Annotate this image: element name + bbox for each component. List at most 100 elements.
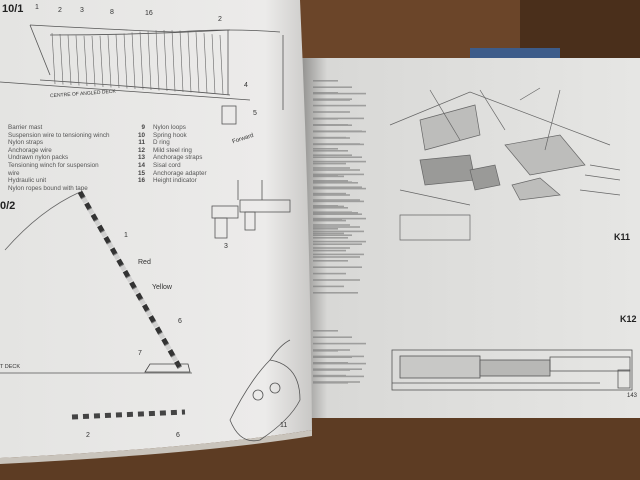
hydraulic-unit-drawing xyxy=(221,105,237,125)
text-line xyxy=(313,92,366,95)
nylon-strap xyxy=(51,32,56,85)
text-line xyxy=(313,143,364,146)
legend-num: 13 xyxy=(137,154,145,162)
text-line xyxy=(313,211,352,213)
legend-row: 13 Anchorage straps xyxy=(133,154,223,162)
text-line xyxy=(313,247,350,249)
callout: 16 xyxy=(145,10,153,17)
deck-label: T DECK xyxy=(0,364,21,370)
barrier-mast-stripes xyxy=(77,190,183,370)
k11-drawing xyxy=(389,87,621,241)
callout: 11 xyxy=(280,422,288,429)
legend-num: 9 xyxy=(141,124,145,131)
text-line xyxy=(313,167,350,169)
text-line xyxy=(313,224,350,226)
nylon-strap xyxy=(219,34,224,95)
figure-k12-label: K12 xyxy=(620,314,637,324)
text-line xyxy=(313,234,352,236)
mast-lowered-drawing xyxy=(71,409,186,420)
text-line xyxy=(313,285,344,288)
legend-row: 15 Anchorage adapter xyxy=(133,170,223,178)
text-line xyxy=(313,169,360,171)
legend-item: Anchorage straps xyxy=(153,154,203,162)
colour-label-yellow: Yellow xyxy=(152,284,172,291)
text-line xyxy=(313,207,348,209)
nylon-strap xyxy=(83,35,88,87)
detail-drawings xyxy=(211,180,301,442)
legend-col-1: Barrier mast Suspension wire to tensioni… xyxy=(8,124,110,192)
figure-10-1-label: 10/1 xyxy=(2,3,24,15)
legend-item: Anchorage adapter xyxy=(153,169,207,177)
text-line xyxy=(313,205,338,207)
text-line xyxy=(313,156,362,158)
callout: 2 xyxy=(86,432,90,439)
nylon-strap xyxy=(147,30,152,91)
text-line xyxy=(313,213,362,215)
text-line xyxy=(313,228,338,230)
nylon-strap xyxy=(211,34,216,95)
text-line xyxy=(313,356,352,358)
text-line xyxy=(313,104,366,107)
text-line xyxy=(313,266,362,268)
text-line xyxy=(313,192,346,195)
nylon-strap xyxy=(187,31,192,93)
text-line xyxy=(313,375,364,378)
nylon-strap xyxy=(107,35,112,88)
figure-10-2-label: 0/2 xyxy=(0,200,16,212)
text-line xyxy=(313,98,352,100)
legend-item: wire xyxy=(8,169,20,177)
text-line xyxy=(313,175,338,177)
callout: 7 xyxy=(138,350,142,357)
legend-num: 14 xyxy=(137,161,145,169)
text-line xyxy=(313,181,352,183)
legend-row: 12 Mild steel ring xyxy=(133,147,223,155)
callout: 5 xyxy=(253,110,257,117)
figure-k11-label: K11 xyxy=(614,232,631,242)
page-number: 143 xyxy=(627,393,638,399)
text-line xyxy=(313,173,364,176)
text-line xyxy=(313,219,346,222)
text-line xyxy=(313,154,352,156)
text-line xyxy=(313,374,346,377)
nylon-strap xyxy=(171,30,176,92)
text-line xyxy=(313,124,352,126)
text-line xyxy=(313,232,344,235)
callout: 2 xyxy=(58,7,62,14)
legend-num: 12 xyxy=(137,146,145,154)
callout: 6 xyxy=(178,318,182,325)
text-line xyxy=(313,92,338,94)
text-line xyxy=(313,150,348,152)
colour-label-red: Red xyxy=(138,259,151,266)
text-line xyxy=(313,117,364,120)
text-line xyxy=(313,249,346,252)
text-line xyxy=(313,362,366,365)
nylon-strap xyxy=(59,33,64,85)
blue-object xyxy=(470,48,560,58)
left-page xyxy=(0,0,312,458)
nylon-strap xyxy=(123,33,128,89)
text-line xyxy=(313,230,364,233)
legend-item: Nylon straps xyxy=(8,139,43,147)
legend-item: Height indicator xyxy=(153,177,197,185)
text-line xyxy=(313,260,348,262)
nylon-strap xyxy=(115,34,120,89)
text-line xyxy=(313,160,366,163)
text-line xyxy=(313,130,366,133)
legend-num: 15 xyxy=(137,169,145,177)
text-line xyxy=(313,118,338,120)
legend-item: Suspension wire to tensioning winch xyxy=(8,131,110,139)
nylon-strap xyxy=(155,30,160,91)
k12-drawing xyxy=(391,349,633,391)
text-line xyxy=(313,226,360,228)
callout: 1 xyxy=(35,4,39,11)
nylon-strap xyxy=(139,31,144,90)
text-line xyxy=(313,200,364,203)
legend-item: Mild steel ring xyxy=(153,146,192,154)
text-line xyxy=(313,237,348,239)
text-line xyxy=(313,80,338,82)
